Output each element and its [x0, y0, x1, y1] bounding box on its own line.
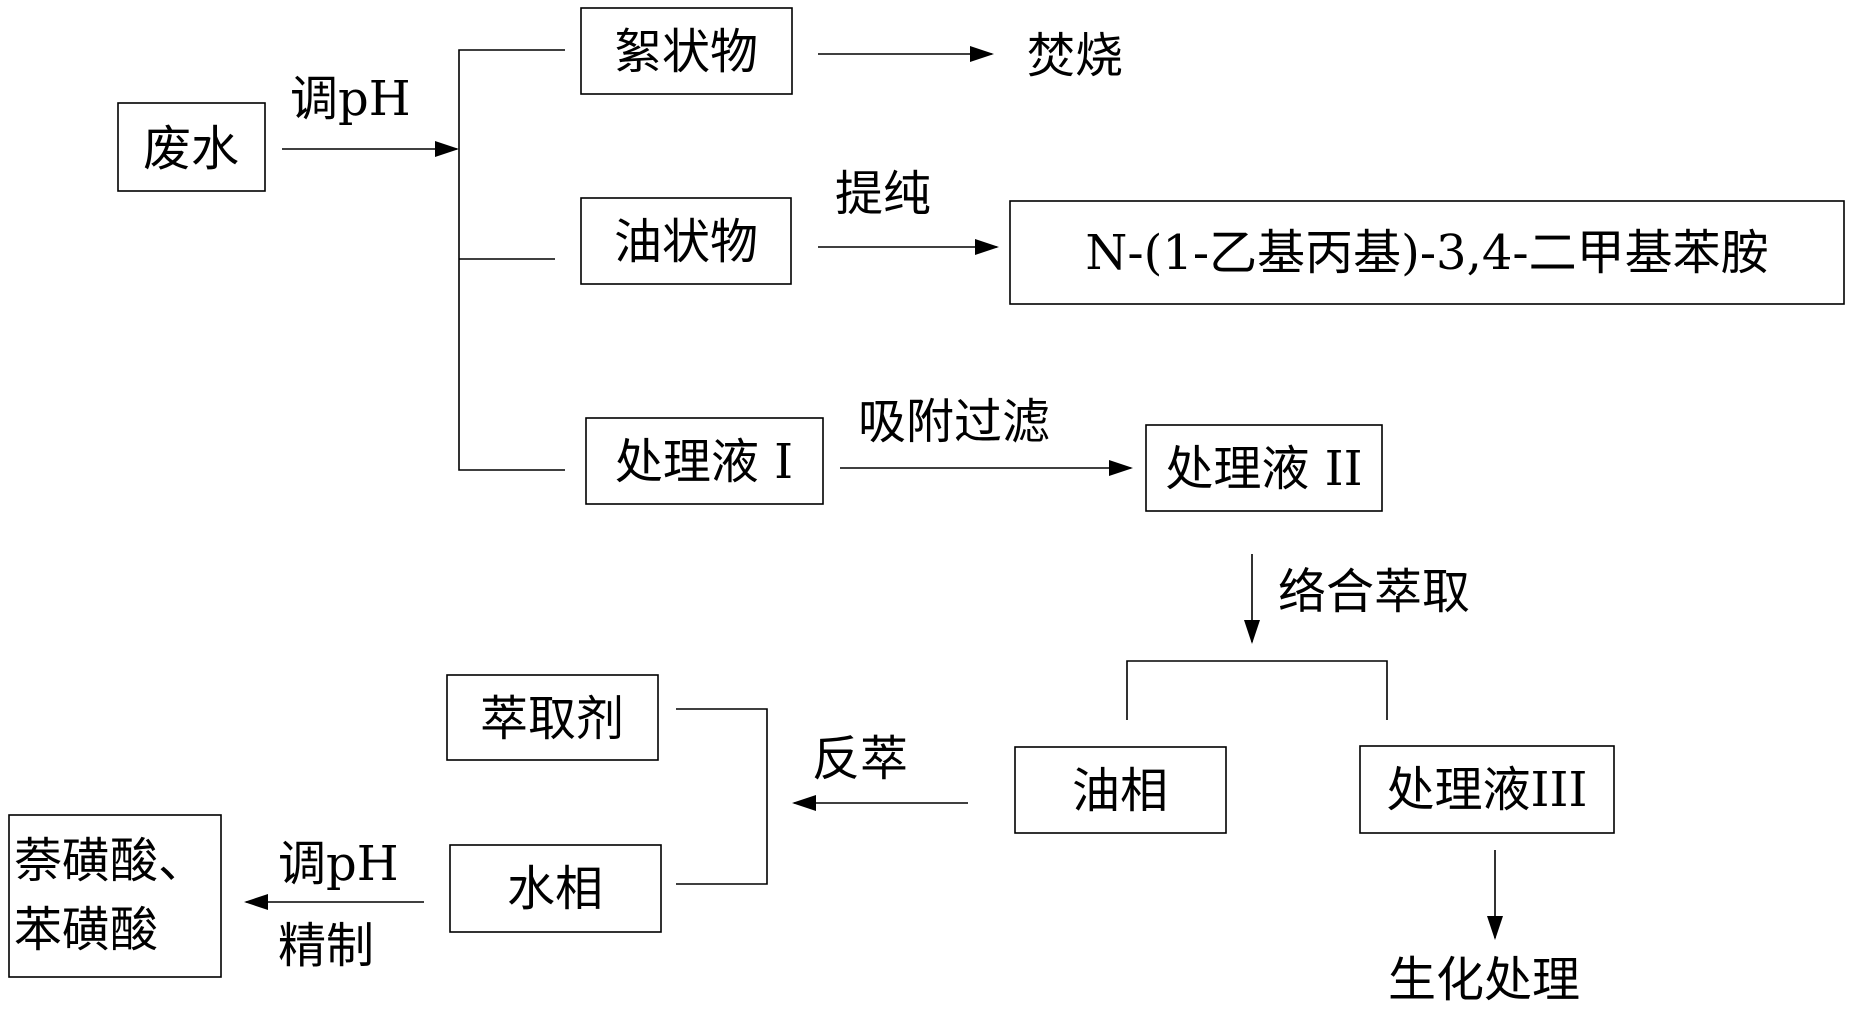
biochem-label: 生化处理	[1388, 952, 1580, 1008]
treated-2-label: 处理液 II	[1165, 441, 1362, 497]
extract-bracket	[1126, 660, 1388, 720]
refine-label: 精制	[278, 918, 374, 974]
sulfonic-acids-box	[8, 814, 222, 978]
product-amine-box	[1009, 200, 1845, 305]
sulfonic-acids-label-line1: 萘磺酸、	[14, 833, 206, 889]
sulfonic-acids-label-line2: 苯磺酸	[14, 902, 158, 958]
product-amine-label: N-(1-乙基丙基)-3,4-二甲基苯胺	[1085, 225, 1768, 281]
treated-1-label: 处理液 I	[615, 434, 793, 490]
oily-label: 油状物	[614, 214, 758, 270]
oily-box	[580, 197, 792, 285]
purify-label: 提纯	[835, 166, 931, 222]
incineration-label: 焚烧	[1027, 28, 1123, 84]
oil-phase-box	[1014, 746, 1227, 834]
back-extract-label: 反萃	[812, 731, 908, 787]
adjust-ph-2-label: 调pH	[278, 836, 399, 892]
wastewater-label: 废水	[143, 121, 239, 177]
floc-label: 絮状物	[614, 24, 758, 80]
adsorb-filter-label: 吸附过滤	[858, 394, 1050, 450]
treated-3-label: 处理液III	[1387, 762, 1588, 818]
aqueous-phase-box	[449, 844, 662, 933]
complex-extract-label: 络合萃取	[1278, 564, 1470, 620]
treated-2-box	[1145, 424, 1383, 512]
back-extract-bracket	[676, 708, 768, 885]
adjust-ph-1-label: 调pH	[290, 71, 411, 127]
floc-box	[580, 7, 793, 95]
extractant-box	[446, 674, 659, 761]
oil-phase-label: 油相	[1072, 763, 1168, 819]
treated-1-box	[585, 417, 824, 505]
treated-3-box	[1359, 745, 1615, 834]
extractant-label: 萃取剂	[480, 691, 624, 747]
wastewater-box	[117, 102, 266, 192]
split-bracket	[458, 49, 565, 471]
aqueous-phase-label: 水相	[507, 861, 603, 917]
